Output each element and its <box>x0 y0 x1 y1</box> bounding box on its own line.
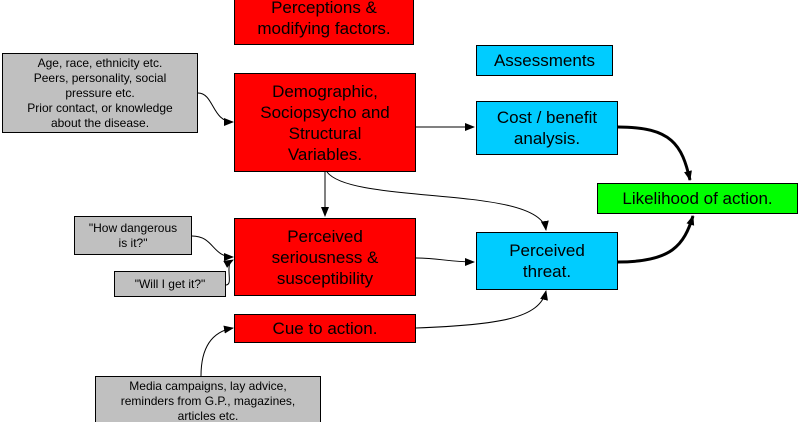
assessments-box: Assessments <box>476 45 613 76</box>
perceptions-box: Perceptions & modifying factors. <box>234 0 414 45</box>
connector-how-dangerous <box>191 235 234 261</box>
connector-demographic-to-threat <box>326 171 549 231</box>
demographic-box: Demographic, Sociopsycho and Structural … <box>234 73 416 172</box>
connector-media-note <box>200 325 234 377</box>
how-dangerous-box: "How dangerous is it?" <box>74 216 192 255</box>
will-i-get-it-box: "Will I get it?" <box>114 271 226 297</box>
cue-to-action-box: Cue to action. <box>234 314 416 343</box>
media-note-box: Media campaigns, lay advice, reminders f… <box>95 376 321 422</box>
likelihood-box: Likelihood of action. <box>597 183 798 214</box>
connector-demographic-note <box>197 92 234 126</box>
connector-cue-to-threat <box>415 290 548 329</box>
perceived-seriousness-box: Perceived seriousness & susceptibility <box>234 218 416 296</box>
connector-threat-to-likelihood <box>617 215 695 264</box>
connector-will-i-get-it <box>223 259 234 286</box>
connector-seriousness-to-threat <box>415 257 475 266</box>
cost-benefit-box: Cost / benefit analysis. <box>476 101 618 155</box>
connector-cost-benefit-to-likelihood <box>617 125 692 181</box>
perceived-threat-box: Perceived threat. <box>476 232 618 290</box>
demographic-note-box: Age, race, ethnicity etc. Peers, persona… <box>2 53 198 133</box>
